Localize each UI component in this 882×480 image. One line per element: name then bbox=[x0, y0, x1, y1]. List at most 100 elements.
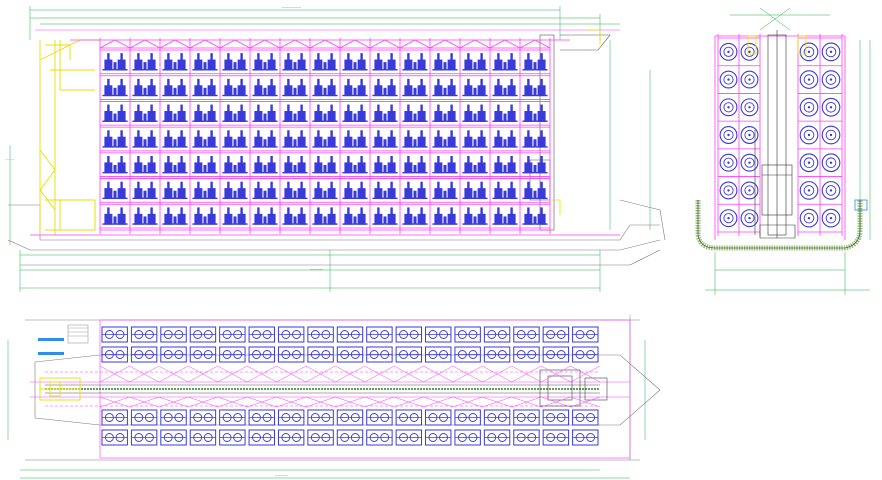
elevation-pallet bbox=[132, 181, 158, 200]
plan-pallet bbox=[336, 326, 364, 343]
elevation-pallet bbox=[282, 207, 308, 225]
elevation-pallet bbox=[402, 207, 428, 225]
elevation-pallet bbox=[282, 78, 308, 97]
elevation-pallet bbox=[162, 104, 188, 122]
plan-pallet bbox=[483, 326, 511, 343]
plan-pallet bbox=[130, 326, 158, 343]
plan-pallet bbox=[513, 409, 540, 426]
elevation-pallet bbox=[132, 53, 158, 71]
plan-pallet bbox=[277, 409, 305, 426]
elevation-pallet bbox=[222, 78, 248, 97]
elevation-pallet bbox=[102, 104, 128, 122]
side-roll bbox=[799, 125, 819, 145]
side-roll bbox=[821, 208, 841, 228]
elevation-pallet bbox=[162, 130, 188, 148]
elevation-pallet bbox=[492, 53, 518, 71]
plan-pallet bbox=[336, 346, 364, 363]
plan-pallet bbox=[219, 326, 246, 343]
elevation-pallet bbox=[462, 181, 488, 200]
elevation-pallet bbox=[162, 78, 188, 97]
elevation-pallet bbox=[282, 53, 308, 71]
elevation-pallet bbox=[372, 53, 398, 71]
elevation-pallet bbox=[432, 156, 458, 174]
elevation-pallet bbox=[342, 156, 368, 174]
elevation-pallet bbox=[222, 53, 248, 71]
plan-pallet bbox=[248, 429, 275, 446]
elevation-pallet bbox=[252, 130, 278, 148]
side-roll bbox=[719, 181, 738, 200]
elevation-pallet bbox=[222, 130, 248, 148]
elevation-pallet bbox=[492, 130, 518, 148]
plan-pallet bbox=[395, 429, 423, 446]
elevation-pallet bbox=[192, 130, 218, 148]
elevation-pallet bbox=[282, 156, 308, 174]
plan-pallet bbox=[454, 326, 481, 343]
side-roll bbox=[821, 42, 841, 62]
elevation-pallet bbox=[222, 104, 248, 122]
plan-pallet bbox=[219, 346, 246, 363]
plan-pallet bbox=[454, 346, 481, 363]
plan-pallet bbox=[307, 429, 334, 446]
elevation-pallet bbox=[252, 207, 278, 225]
plan-crane-carriage bbox=[39, 377, 81, 401]
plan-pallet bbox=[307, 409, 334, 426]
dim-label-top: —————— bbox=[282, 5, 302, 9]
side-roll bbox=[740, 42, 759, 61]
plan-pallet bbox=[395, 409, 423, 426]
plan-pallet bbox=[219, 409, 246, 426]
plan-pallet bbox=[513, 326, 540, 343]
elevation-pallet bbox=[342, 104, 368, 122]
side-roll bbox=[740, 153, 759, 172]
plan-pallet bbox=[277, 326, 305, 343]
plan-pallet bbox=[101, 326, 128, 343]
plan-pallet bbox=[189, 429, 217, 446]
elevation-pallet bbox=[522, 181, 548, 200]
plan-pallet bbox=[572, 326, 599, 343]
side-roll bbox=[740, 70, 759, 89]
elevation-pallet bbox=[312, 78, 338, 97]
elevation-pallet bbox=[372, 130, 398, 148]
elevation-pallet bbox=[462, 53, 488, 71]
elevation-pallet bbox=[192, 207, 218, 225]
side-rack-frame bbox=[714, 34, 846, 240]
elevation-pallet bbox=[402, 53, 428, 71]
plan-pallet bbox=[307, 346, 334, 363]
elevation-pallet bbox=[342, 181, 368, 200]
plan-pallet bbox=[277, 346, 305, 363]
plan-pallet bbox=[277, 429, 305, 446]
side-roll bbox=[799, 153, 819, 173]
plan-pallet bbox=[425, 429, 452, 446]
plan-pallet bbox=[101, 409, 128, 426]
plan-pallet bbox=[425, 326, 452, 343]
elevation-pallet bbox=[162, 156, 188, 174]
side-roll bbox=[821, 181, 841, 200]
side-roll bbox=[719, 98, 738, 117]
elevation-pallet bbox=[192, 181, 218, 200]
elevation-pallet bbox=[522, 156, 548, 174]
elevation-pallet bbox=[312, 207, 338, 225]
elevation-pallet bbox=[252, 78, 278, 97]
plan-bracing bbox=[99, 365, 601, 408]
elevation-pallet bbox=[432, 181, 458, 200]
elevation-pallet bbox=[192, 156, 218, 174]
elevation-pallet bbox=[132, 104, 158, 122]
elevation-pallet bbox=[432, 207, 458, 225]
elevation-pallet bbox=[372, 207, 398, 225]
plan-pallet bbox=[130, 429, 158, 446]
elevation-pallet bbox=[282, 130, 308, 148]
elevation-pallet bbox=[132, 207, 158, 225]
ship-hull-outline bbox=[7, 199, 666, 266]
plan-pallet bbox=[483, 346, 511, 363]
elevation-pallet bbox=[372, 104, 398, 122]
elevation-pallet bbox=[522, 207, 548, 225]
plan-pallet bbox=[366, 326, 393, 343]
elevation-pallet bbox=[132, 156, 158, 174]
bottom-dimension-lines bbox=[9, 40, 651, 292]
side-roll bbox=[740, 98, 759, 117]
elevation-pallet bbox=[522, 130, 548, 148]
side-crane-mast bbox=[754, 30, 796, 239]
elevation-pallet bbox=[192, 78, 218, 97]
elevation-pallet bbox=[192, 53, 218, 71]
elevation-pallet bbox=[342, 78, 368, 97]
